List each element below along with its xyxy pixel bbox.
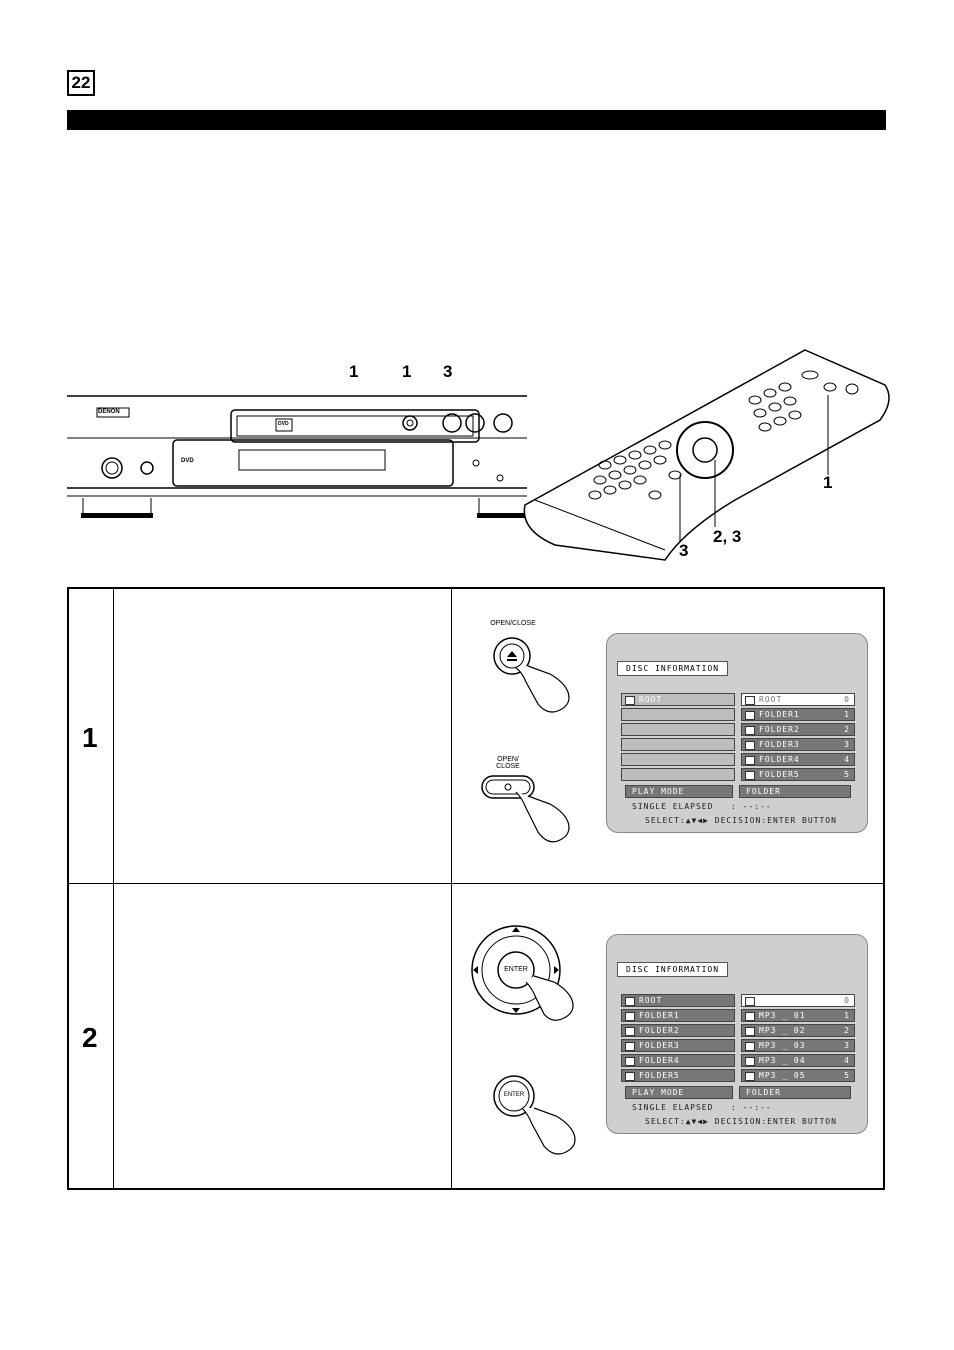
osd-left-row: FOLDER1	[621, 1009, 735, 1022]
mp3-icon	[745, 1027, 755, 1036]
folder-icon	[745, 756, 755, 765]
osd-elapsed-value: : --:--	[731, 802, 772, 811]
osd-play-mode-label: PLAY MODE	[625, 1086, 733, 1099]
folder-icon	[745, 726, 755, 735]
mp3-icon	[745, 1057, 755, 1066]
folder-icon	[745, 997, 755, 1006]
folder-icon	[625, 1072, 635, 1081]
osd-left-row: ROOT	[621, 693, 735, 706]
folder-icon	[625, 1042, 635, 1051]
folder-icon	[745, 711, 755, 720]
osd-hint: SELECT:▲▼◀▶ DECISION:ENTER BUTTON	[645, 1117, 837, 1126]
mp3-icon	[745, 1012, 755, 1021]
enter-label-2: ENTER	[503, 1092, 525, 1098]
folder-icon	[745, 696, 755, 705]
dvd-player-illustration	[67, 395, 527, 518]
table-row-divider	[69, 883, 884, 884]
folder-icon	[625, 696, 635, 705]
table-divider-number	[113, 589, 114, 1189]
step-table	[67, 587, 885, 1190]
mp3-icon	[745, 1072, 755, 1081]
osd-title: DISC INFORMATION	[617, 962, 729, 977]
folder-icon	[625, 997, 635, 1006]
open-close-label-2: OPEN/ CLOSE	[496, 756, 520, 770]
callout-player-1a: 1	[349, 362, 359, 381]
step-2-number: 2	[82, 1022, 98, 1053]
disc-info-screen-2: DISC INFORMATION ROOT FOLDER1 FOLDER2 FO…	[606, 934, 868, 1134]
osd-left-row	[621, 738, 735, 751]
osd-elapsed-value: : --:--	[731, 1103, 772, 1112]
osd-left-row	[621, 708, 735, 721]
brand-logo: DENON	[98, 409, 120, 415]
osd-left-row: ROOT	[621, 994, 735, 1007]
callout-remote-1: 1	[823, 473, 833, 492]
folder-icon	[745, 741, 755, 750]
osd-hint: SELECT:▲▼◀▶ DECISION:ENTER BUTTON	[645, 816, 837, 825]
osd-left-row: FOLDER3	[621, 1039, 735, 1052]
dvd-tray-logo: DVD	[278, 421, 289, 427]
osd-left-row	[621, 723, 735, 736]
callout-player-1b: 1	[402, 362, 412, 381]
folder-icon	[745, 771, 755, 780]
callout-remote-2-3: 2, 3	[713, 527, 742, 546]
open-close-button-illustration-2	[481, 775, 570, 843]
open-close-button-illustration	[493, 637, 570, 713]
cursor-pad-illustration	[471, 925, 574, 1021]
folder-icon	[625, 1057, 635, 1066]
osd-left-row	[621, 768, 735, 781]
folder-icon	[625, 1012, 635, 1021]
osd-title: DISC INFORMATION	[617, 661, 729, 676]
osd-elapsed-label: SINGLE ELAPSED	[632, 802, 714, 811]
open-close-label: OPEN/CLOSE	[490, 620, 536, 627]
page-number: 22	[67, 70, 95, 96]
mp3-icon	[745, 1042, 755, 1051]
osd-play-mode-value: FOLDER	[739, 1086, 851, 1099]
osd-elapsed-label: SINGLE ELAPSED	[632, 1103, 714, 1112]
folder-icon	[625, 1027, 635, 1036]
remote-control-illustration	[523, 349, 890, 561]
callout-remote-3: 3	[679, 541, 689, 560]
osd-play-mode-value: FOLDER	[739, 785, 851, 798]
osd-left-row	[621, 753, 735, 766]
osd-left-row: FOLDER4	[621, 1054, 735, 1067]
osd-left-row: FOLDER5	[621, 1069, 735, 1082]
osd-right-row: 0	[741, 994, 855, 1007]
dvd-front-logo: DVD	[181, 458, 194, 464]
osd-play-mode-label: PLAY MODE	[625, 785, 733, 798]
section-title-bar	[67, 110, 886, 130]
step-1-number: 1	[82, 722, 98, 753]
table-divider-image	[451, 589, 452, 1189]
callout-player-3: 3	[443, 362, 453, 381]
enter-button-illustration	[493, 1075, 576, 1155]
enter-label: ENTER	[504, 966, 528, 973]
osd-left-row: FOLDER2	[621, 1024, 735, 1037]
